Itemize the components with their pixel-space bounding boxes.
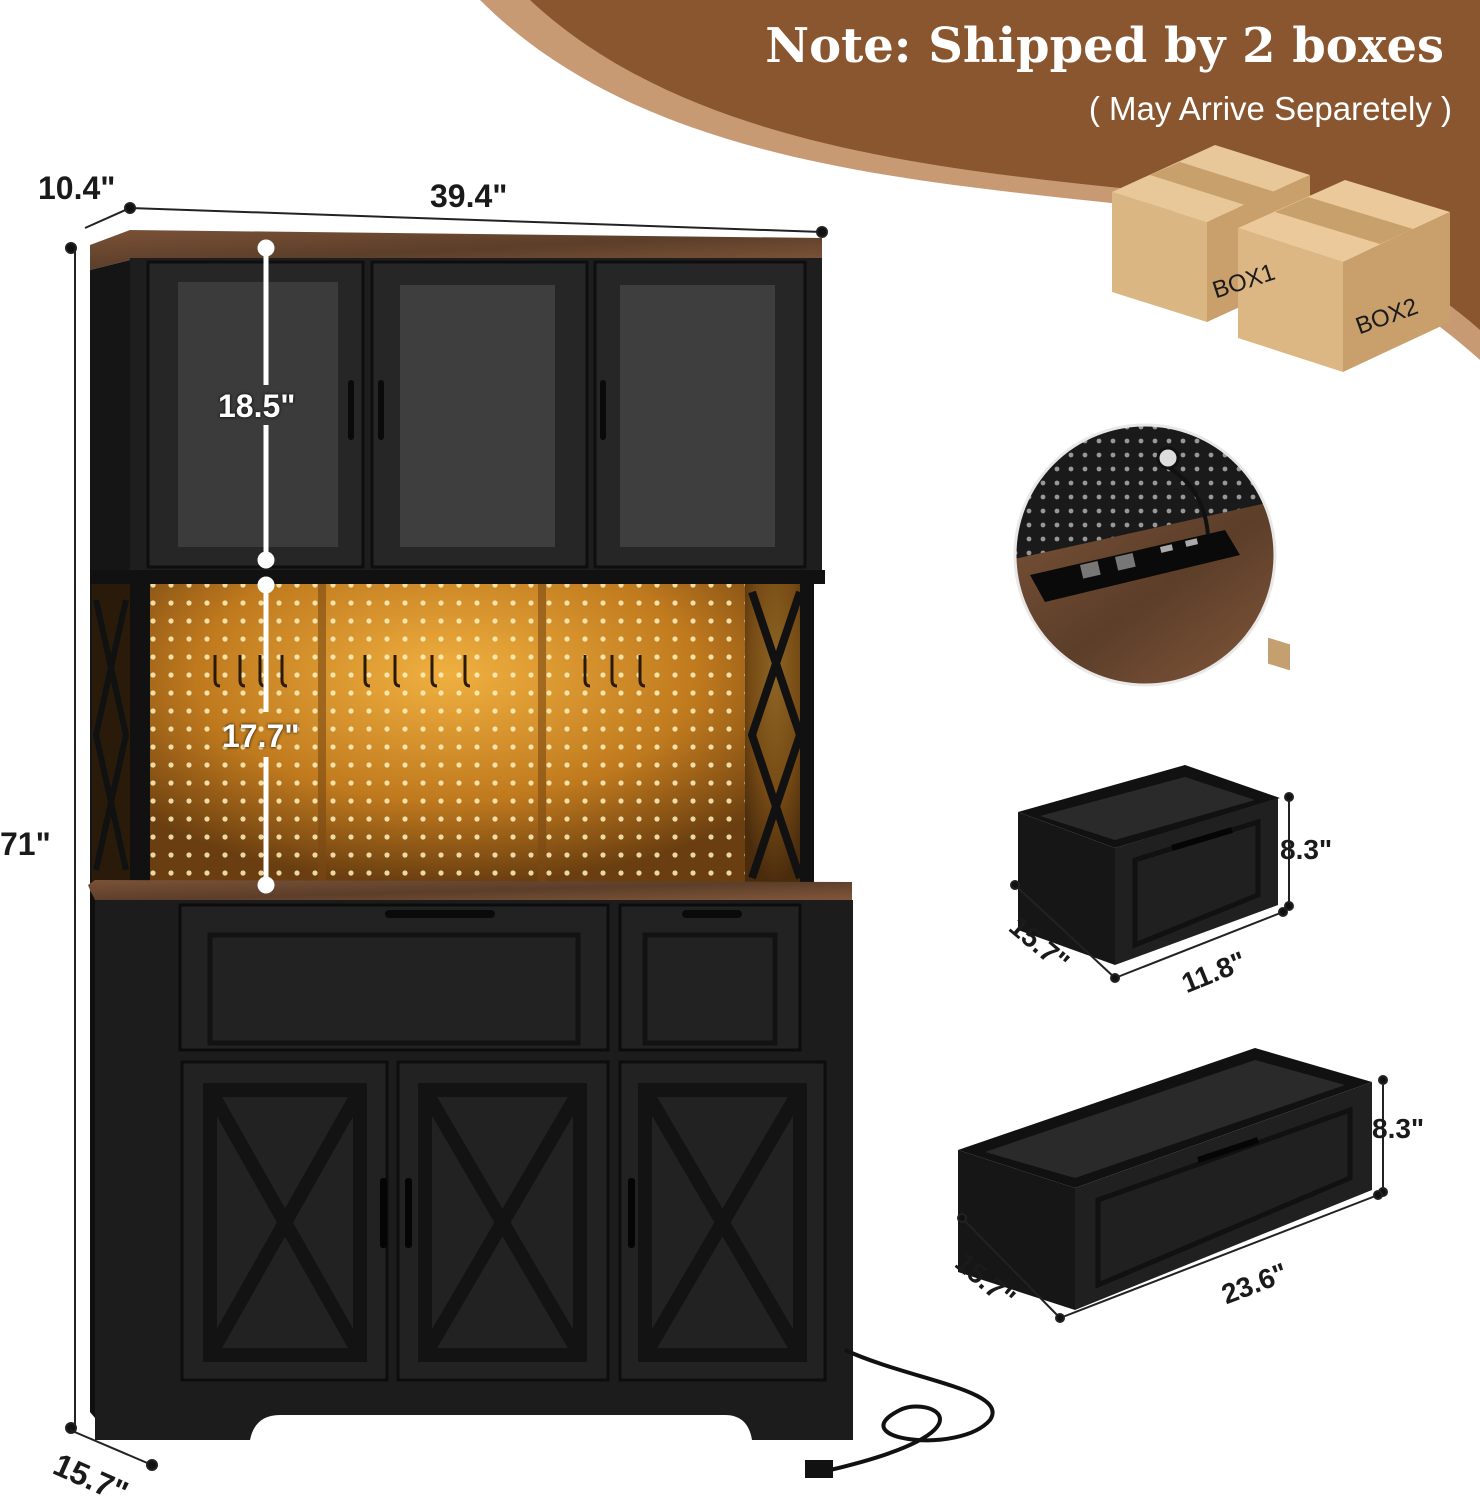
cabinet-depth-label: 10.4"	[38, 170, 116, 206]
dimension-lines	[65, 202, 828, 1471]
large-drawer	[958, 1048, 1372, 1310]
shipping-box-2	[1238, 180, 1450, 671]
upper-cabinet-height-label: 18.5"	[218, 388, 296, 424]
shipping-note-subtitle: ( May Arrive Separetely )	[1088, 90, 1452, 127]
cabinet-width-label: 39.4"	[430, 178, 508, 214]
small-drawer-height-label: 8.3"	[1280, 834, 1333, 865]
header-banner	[480, 0, 1480, 360]
shipping-note-title: Note: Shipped by 2 boxes	[765, 18, 1444, 74]
small-drawer	[1018, 765, 1280, 965]
main-cabinet	[88, 230, 995, 1478]
power-strip-detail	[1015, 425, 1275, 685]
hutch-height-label: 17.7"	[222, 718, 300, 754]
large-drawer-height-label: 8.3"	[1372, 1113, 1425, 1144]
cabinet-height-label: 71"	[0, 826, 51, 862]
